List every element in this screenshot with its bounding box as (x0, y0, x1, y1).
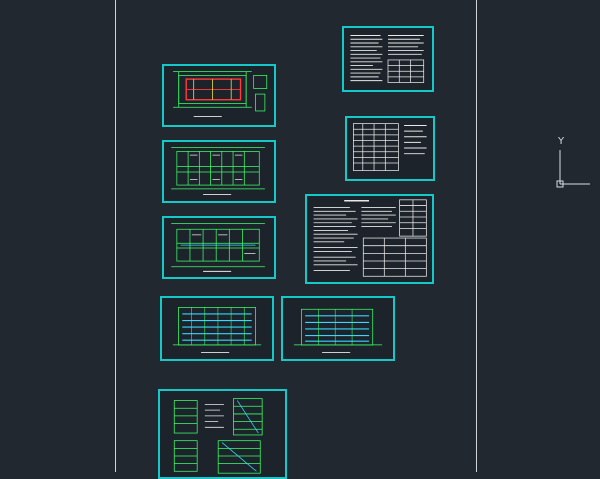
drawing-sheet-roof-plan[interactable] (162, 64, 276, 127)
general-notes-drawing (313, 199, 427, 277)
roof-plan-drawing (173, 71, 268, 118)
drawing-sheet-elevation-front[interactable] (160, 296, 274, 361)
sections-drawing (173, 398, 263, 474)
drawing-sheet-sections[interactable] (158, 389, 287, 479)
notes-drawing (350, 35, 425, 83)
drawing-sheet-floor-plan-2[interactable] (162, 216, 276, 279)
schedule-drawing (353, 123, 427, 171)
ucs-axes-icon (556, 150, 590, 188)
drawing-sheet-floor-plan-1[interactable] (162, 140, 276, 203)
drawing-sheet-general-notes[interactable] (305, 194, 434, 284)
elevation-rear-drawing (293, 308, 383, 353)
elevation-front-drawing (172, 307, 262, 353)
drawing-sheet-design-notes[interactable] (342, 26, 434, 92)
drawing-sheet-elevation-rear[interactable] (281, 296, 395, 361)
drawing-sheet-schedule-table[interactable] (345, 116, 435, 181)
floor-plan-2-drawing (171, 223, 265, 272)
floor-plan-1-drawing (171, 147, 265, 195)
ucs-icon: Y (552, 136, 592, 192)
layout-boundary-left (115, 0, 116, 472)
ucs-y-label: Y (558, 136, 565, 147)
layout-boundary-right (476, 0, 477, 472)
